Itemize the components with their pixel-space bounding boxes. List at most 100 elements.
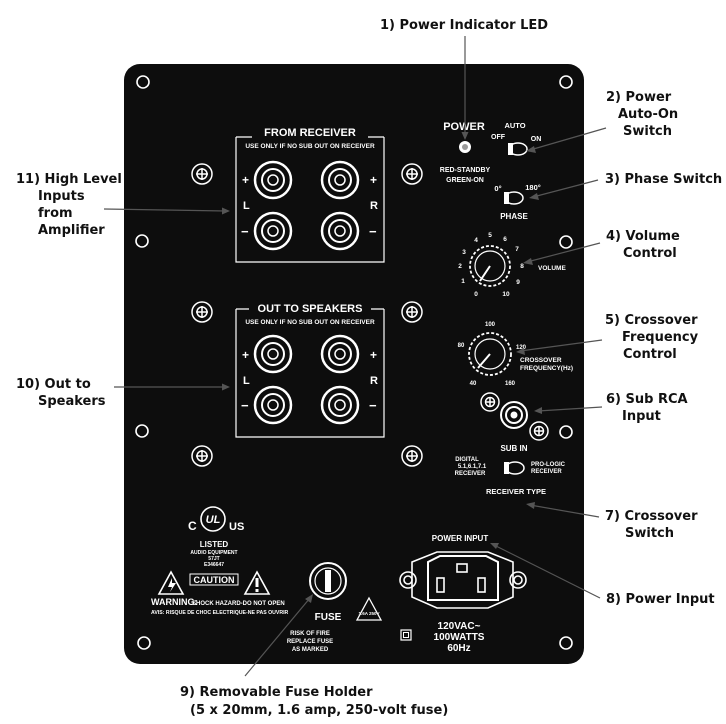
plus-right: + bbox=[370, 348, 377, 362]
callout-2-line2: Auto-On bbox=[618, 107, 678, 122]
warning-label: WARNING: bbox=[151, 597, 198, 607]
fuse-section: FUSE RISK OF FIRE REPLACE FUSE AS MARKED… bbox=[287, 562, 383, 653]
crossover-switch-icon bbox=[504, 461, 525, 475]
power-input-section: POWER INPUT 120VAC~ 100WATTS 60Hz bbox=[399, 534, 527, 654]
phase-label: PHASE bbox=[500, 212, 528, 221]
mounting-hole bbox=[559, 425, 573, 439]
callout-6-line2: Input bbox=[622, 409, 661, 424]
fuse-holder-icon bbox=[309, 562, 347, 600]
binding-post-icon bbox=[320, 385, 360, 425]
callout-3: 3) Phase Switch bbox=[605, 172, 722, 187]
warning-section: CAUTION WARNING: SHOCK HAZARD-DO NOT OPE… bbox=[151, 570, 289, 616]
leader-lines bbox=[103, 36, 607, 677]
listed-label: LISTED bbox=[200, 540, 229, 549]
left-label: L bbox=[243, 200, 250, 212]
binding-post-icon bbox=[320, 160, 360, 200]
screw-icon bbox=[480, 392, 500, 412]
callout-5-line3: Control bbox=[623, 347, 677, 362]
volume-tick: 8 bbox=[520, 263, 524, 270]
ul-logo-icon bbox=[200, 506, 226, 532]
fuse-warning-icon bbox=[355, 596, 383, 621]
callout-11-line4: Amplifier bbox=[38, 223, 105, 238]
off-label: OFF bbox=[491, 134, 506, 141]
caution-box bbox=[189, 573, 239, 586]
exclamation-warning-icon bbox=[243, 570, 271, 595]
frequency-label: 60Hz bbox=[447, 643, 470, 654]
fuse-label: FUSE bbox=[315, 612, 342, 623]
mounting-hole bbox=[136, 75, 150, 89]
screw-icon bbox=[191, 163, 213, 185]
iec-socket-icon bbox=[399, 551, 527, 609]
volume-tick: 0 bbox=[474, 291, 478, 298]
crossover-tick: 100 bbox=[485, 322, 496, 328]
phase-switch-icon bbox=[504, 191, 524, 205]
right-label: R bbox=[370, 200, 378, 212]
warning-text: SHOCK HAZARD-DO NOT OPEN bbox=[192, 601, 285, 607]
volume-tick: 6 bbox=[503, 236, 507, 243]
screw-icon bbox=[401, 163, 423, 185]
mounting-hole bbox=[137, 636, 151, 650]
phase-section: 0° 180° PHASE bbox=[494, 183, 540, 221]
from-receiver-label: FROM RECEIVER bbox=[264, 127, 356, 139]
callout-4-line1: 4) Volume bbox=[606, 229, 680, 244]
volume-tick: 3 bbox=[462, 249, 466, 256]
out-to-speakers-section: OUT TO SPEAKERS USE ONLY IF NO SUB OUT O… bbox=[235, 303, 385, 438]
on-label: ON bbox=[531, 136, 542, 143]
power-led-icon bbox=[459, 141, 471, 153]
callout-11-line1: 11) High Level bbox=[16, 172, 122, 187]
audio-equipment-label: AUDIO EQUIPMENT bbox=[190, 550, 237, 556]
auto-on-switch-icon bbox=[508, 142, 528, 156]
digital-label: RECEIVER bbox=[455, 471, 486, 477]
ul-us-label: US bbox=[229, 521, 244, 533]
volume-tick: 7 bbox=[515, 246, 519, 253]
callout-8: 8) Power Input bbox=[606, 592, 715, 607]
voltage-label: 120VAC~ bbox=[438, 621, 481, 632]
double-insulation-icon bbox=[400, 629, 412, 641]
left-label: L bbox=[243, 375, 250, 387]
callout-9-line2: (5 x 20mm, 1.6 amp, 250-volt fuse) bbox=[190, 703, 448, 718]
power-input-label: POWER INPUT bbox=[432, 534, 489, 543]
callout-10-line1: 10) Out to bbox=[16, 377, 91, 392]
minus-left: − bbox=[241, 398, 249, 413]
screws bbox=[191, 163, 549, 467]
from-receiver-section: FROM RECEIVER USE ONLY IF NO SUB OUT ON … bbox=[235, 127, 385, 263]
crossover-label-1: CROSSOVER bbox=[520, 357, 562, 364]
volume-tick: 9 bbox=[516, 279, 520, 286]
sub-in-section: SUB IN bbox=[500, 401, 528, 453]
fuse-note: RISK OF FIRE bbox=[290, 631, 330, 637]
mounting-holes bbox=[135, 75, 573, 650]
volume-section: 0 1 2 3 4 5 6 7 8 9 10 VOLUME bbox=[458, 232, 566, 298]
plus-left: + bbox=[242, 348, 249, 362]
screw-icon bbox=[401, 301, 423, 323]
callout-11-line3: from bbox=[38, 206, 73, 221]
digital-label: 5.1,6.1,7.1 bbox=[458, 464, 487, 470]
binding-post-icon bbox=[320, 334, 360, 374]
fuse-tri-label: 1.6A 250V bbox=[358, 611, 379, 616]
led-state-green: GREEN-ON bbox=[446, 177, 484, 184]
mounting-hole bbox=[559, 235, 573, 249]
callout-5-line2: Frequency bbox=[622, 330, 699, 345]
callout-2-line1: 2) Power bbox=[606, 90, 672, 105]
screw-icon bbox=[191, 301, 213, 323]
phase-180-label: 180° bbox=[525, 183, 541, 192]
screw-icon bbox=[191, 445, 213, 467]
use-only-label: USE ONLY IF NO SUB OUT ON RECEIVER bbox=[245, 319, 375, 326]
digital-label: DIGITAL bbox=[455, 457, 479, 463]
binding-post-icon bbox=[253, 211, 293, 251]
volume-tick: 4 bbox=[474, 237, 478, 244]
binding-post-icon bbox=[320, 211, 360, 251]
screw-icon bbox=[529, 421, 549, 441]
crossover-tick: 40 bbox=[470, 381, 477, 387]
callout-5-line1: 5) Crossover bbox=[605, 313, 698, 328]
ul-c-label: C bbox=[188, 519, 197, 533]
avis-text: AVIS: RISQUE DE CHOC ELECTRIQUE-NE PAS O… bbox=[151, 610, 289, 616]
binding-post-icon bbox=[253, 334, 293, 374]
pro-logic-label: RECEIVER bbox=[531, 469, 562, 475]
out-to-speakers-label: OUT TO SPEAKERS bbox=[258, 303, 363, 315]
audio-equipment-label: 57JT bbox=[208, 556, 219, 562]
wattage-label: 100WATTS bbox=[434, 632, 485, 643]
callout-4-line2: Control bbox=[623, 246, 677, 261]
callout-1: 1) Power Indicator LED bbox=[380, 18, 548, 33]
sub-in-label: SUB IN bbox=[500, 444, 527, 453]
